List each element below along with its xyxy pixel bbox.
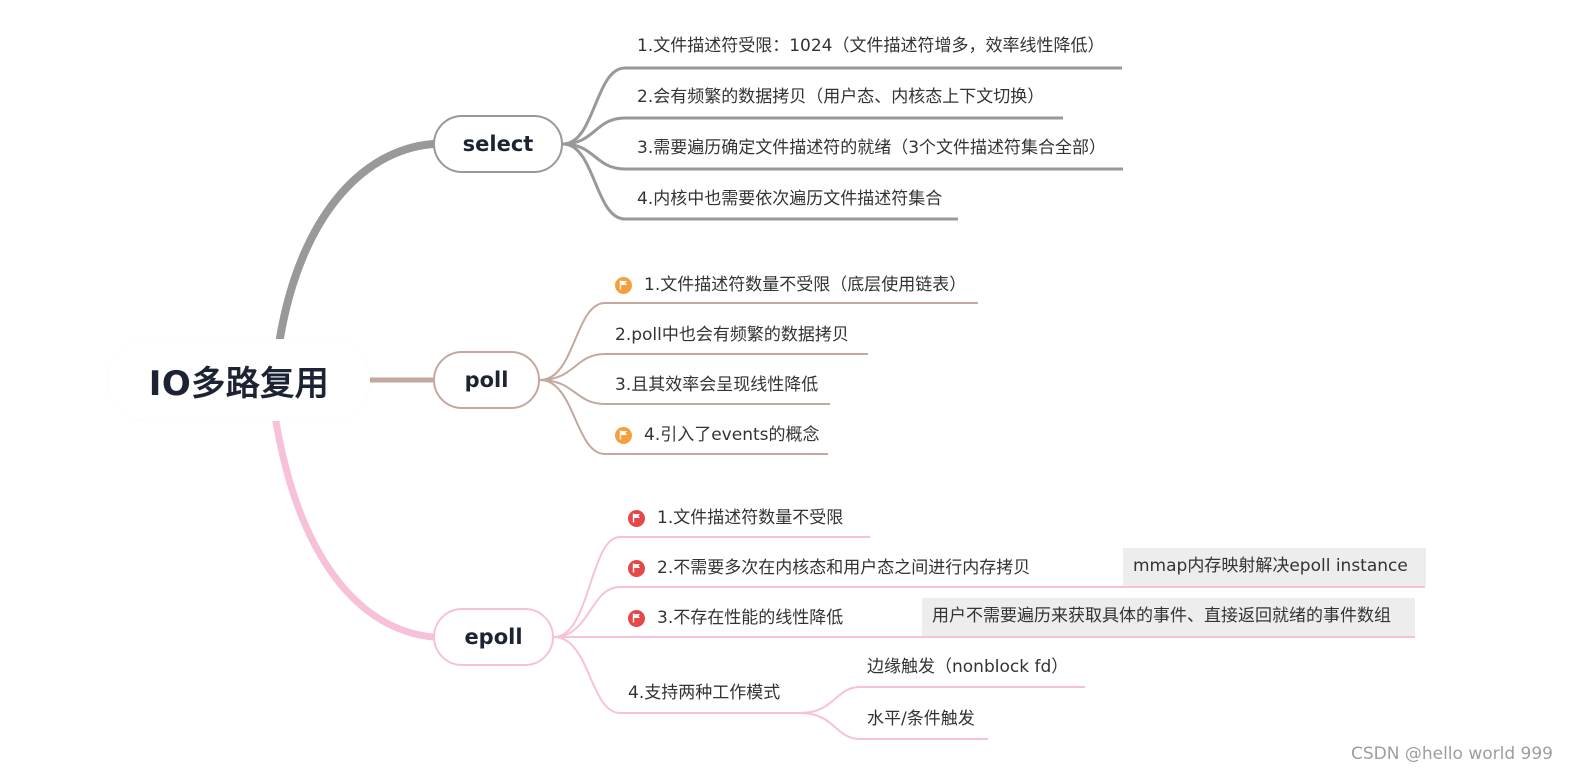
- epoll-connector-4: [553, 636, 800, 714]
- select-item-1[interactable]: 1.文件描述符受限：1024（文件描述符增多，效率线性降低）: [637, 36, 1104, 56]
- mode-connector-1: [799, 686, 1085, 714]
- orange-flag-icon: [615, 426, 632, 444]
- poll-item-1-label: 1.文件描述符数量不受限（底层使用链表）: [644, 275, 967, 295]
- red-flag-icon: [628, 509, 645, 527]
- root-epoll-connector: [272, 418, 437, 641]
- epoll-item-2-note[interactable]: mmap内存映射解决epoll instance: [1123, 548, 1426, 586]
- poll-connector-4: [539, 379, 828, 455]
- select-item-2[interactable]: 2.会有频繁的数据拷贝（用户态、内核态上下文切换）: [637, 87, 1044, 107]
- epoll-item-3-note[interactable]: 用户不需要遍历来获取具体的事件、直接返回就绪的事件数组: [922, 598, 1415, 636]
- select-item-4-label: 4.内核中也需要依次遍历文件描述符集合: [637, 189, 943, 209]
- work-mode-level-trigger[interactable]: 水平/条件触发: [867, 709, 975, 729]
- epoll-connector-1: [553, 536, 870, 638]
- select-connector-3: [562, 142, 1123, 171]
- select-item-2-label: 2.会有频繁的数据拷贝（用户态、内核态上下文切换）: [637, 87, 1045, 107]
- poll-connector-1: [539, 302, 978, 381]
- poll-item-4[interactable]: 4.引入了events的概念: [615, 425, 820, 445]
- work-mode-edge-trigger-label: 边缘触发（nonblock fd）: [867, 657, 1069, 677]
- epoll-item-4-label: 4.支持两种工作模式: [628, 683, 781, 703]
- poll-item-1[interactable]: 1.文件描述符数量不受限（底层使用链表）: [615, 275, 966, 295]
- epoll-item-4[interactable]: 4.支持两种工作模式: [628, 683, 780, 703]
- root-select-connector: [276, 140, 437, 342]
- branch-epoll[interactable]: epoll: [433, 608, 554, 666]
- select-item-4[interactable]: 4.内核中也需要依次遍历文件描述符集合: [637, 189, 942, 209]
- poll-item-2[interactable]: 2.poll中也会有频繁的数据拷贝: [615, 325, 849, 345]
- select-connector-1: [562, 66, 1122, 146]
- select-connector-4: [562, 142, 958, 221]
- select-connector-2: [562, 116, 1063, 146]
- epoll-connector-2: [553, 586, 1425, 638]
- work-mode-edge-trigger[interactable]: 边缘触发（nonblock fd）: [867, 657, 1068, 677]
- select-item-1-label: 1.文件描述符受限：1024（文件描述符增多，效率线性降低）: [637, 36, 1105, 56]
- branch-select[interactable]: select: [433, 115, 563, 173]
- poll-item-2-label: 2.poll中也会有频繁的数据拷贝: [615, 325, 849, 345]
- poll-item-4-label: 4.引入了events的概念: [644, 425, 820, 445]
- poll-item-3-label: 3.且其效率会呈现线性降低: [615, 375, 819, 395]
- root-node[interactable]: IO多路复用: [108, 339, 370, 421]
- select-item-3-label: 3.需要遍历确定文件描述符的就绪（3个文件描述符集合全部）: [637, 138, 1107, 158]
- branch-poll[interactable]: poll: [433, 351, 540, 409]
- select-item-3[interactable]: 3.需要遍历确定文件描述符的就绪（3个文件描述符集合全部）: [637, 138, 1106, 158]
- epoll-item-1-label: 1.文件描述符数量不受限: [657, 508, 844, 528]
- poll-connector-3: [539, 379, 830, 405]
- epoll-item-3-label: 3.不存在性能的线性降低: [657, 608, 844, 628]
- poll-item-3[interactable]: 3.且其效率会呈现线性降低: [615, 375, 818, 395]
- epoll-item-3[interactable]: 3.不存在性能的线性降低: [628, 608, 843, 628]
- epoll-item-2[interactable]: 2.不需要多次在内核态和用户态之间进行内存拷贝: [628, 558, 1030, 578]
- watermark-text: CSDN @hello world 999: [1350, 744, 1553, 764]
- poll-connector-2: [539, 353, 868, 381]
- orange-flag-icon: [615, 276, 632, 294]
- work-mode-level-trigger-label: 水平/条件触发: [867, 709, 975, 729]
- epoll-item-1[interactable]: 1.文件描述符数量不受限: [628, 508, 843, 528]
- mode-connector-2: [799, 712, 988, 740]
- red-flag-icon: [628, 559, 645, 577]
- epoll-item-2-label: 2.不需要多次在内核态和用户态之间进行内存拷贝: [657, 558, 1031, 578]
- red-flag-icon: [628, 609, 645, 627]
